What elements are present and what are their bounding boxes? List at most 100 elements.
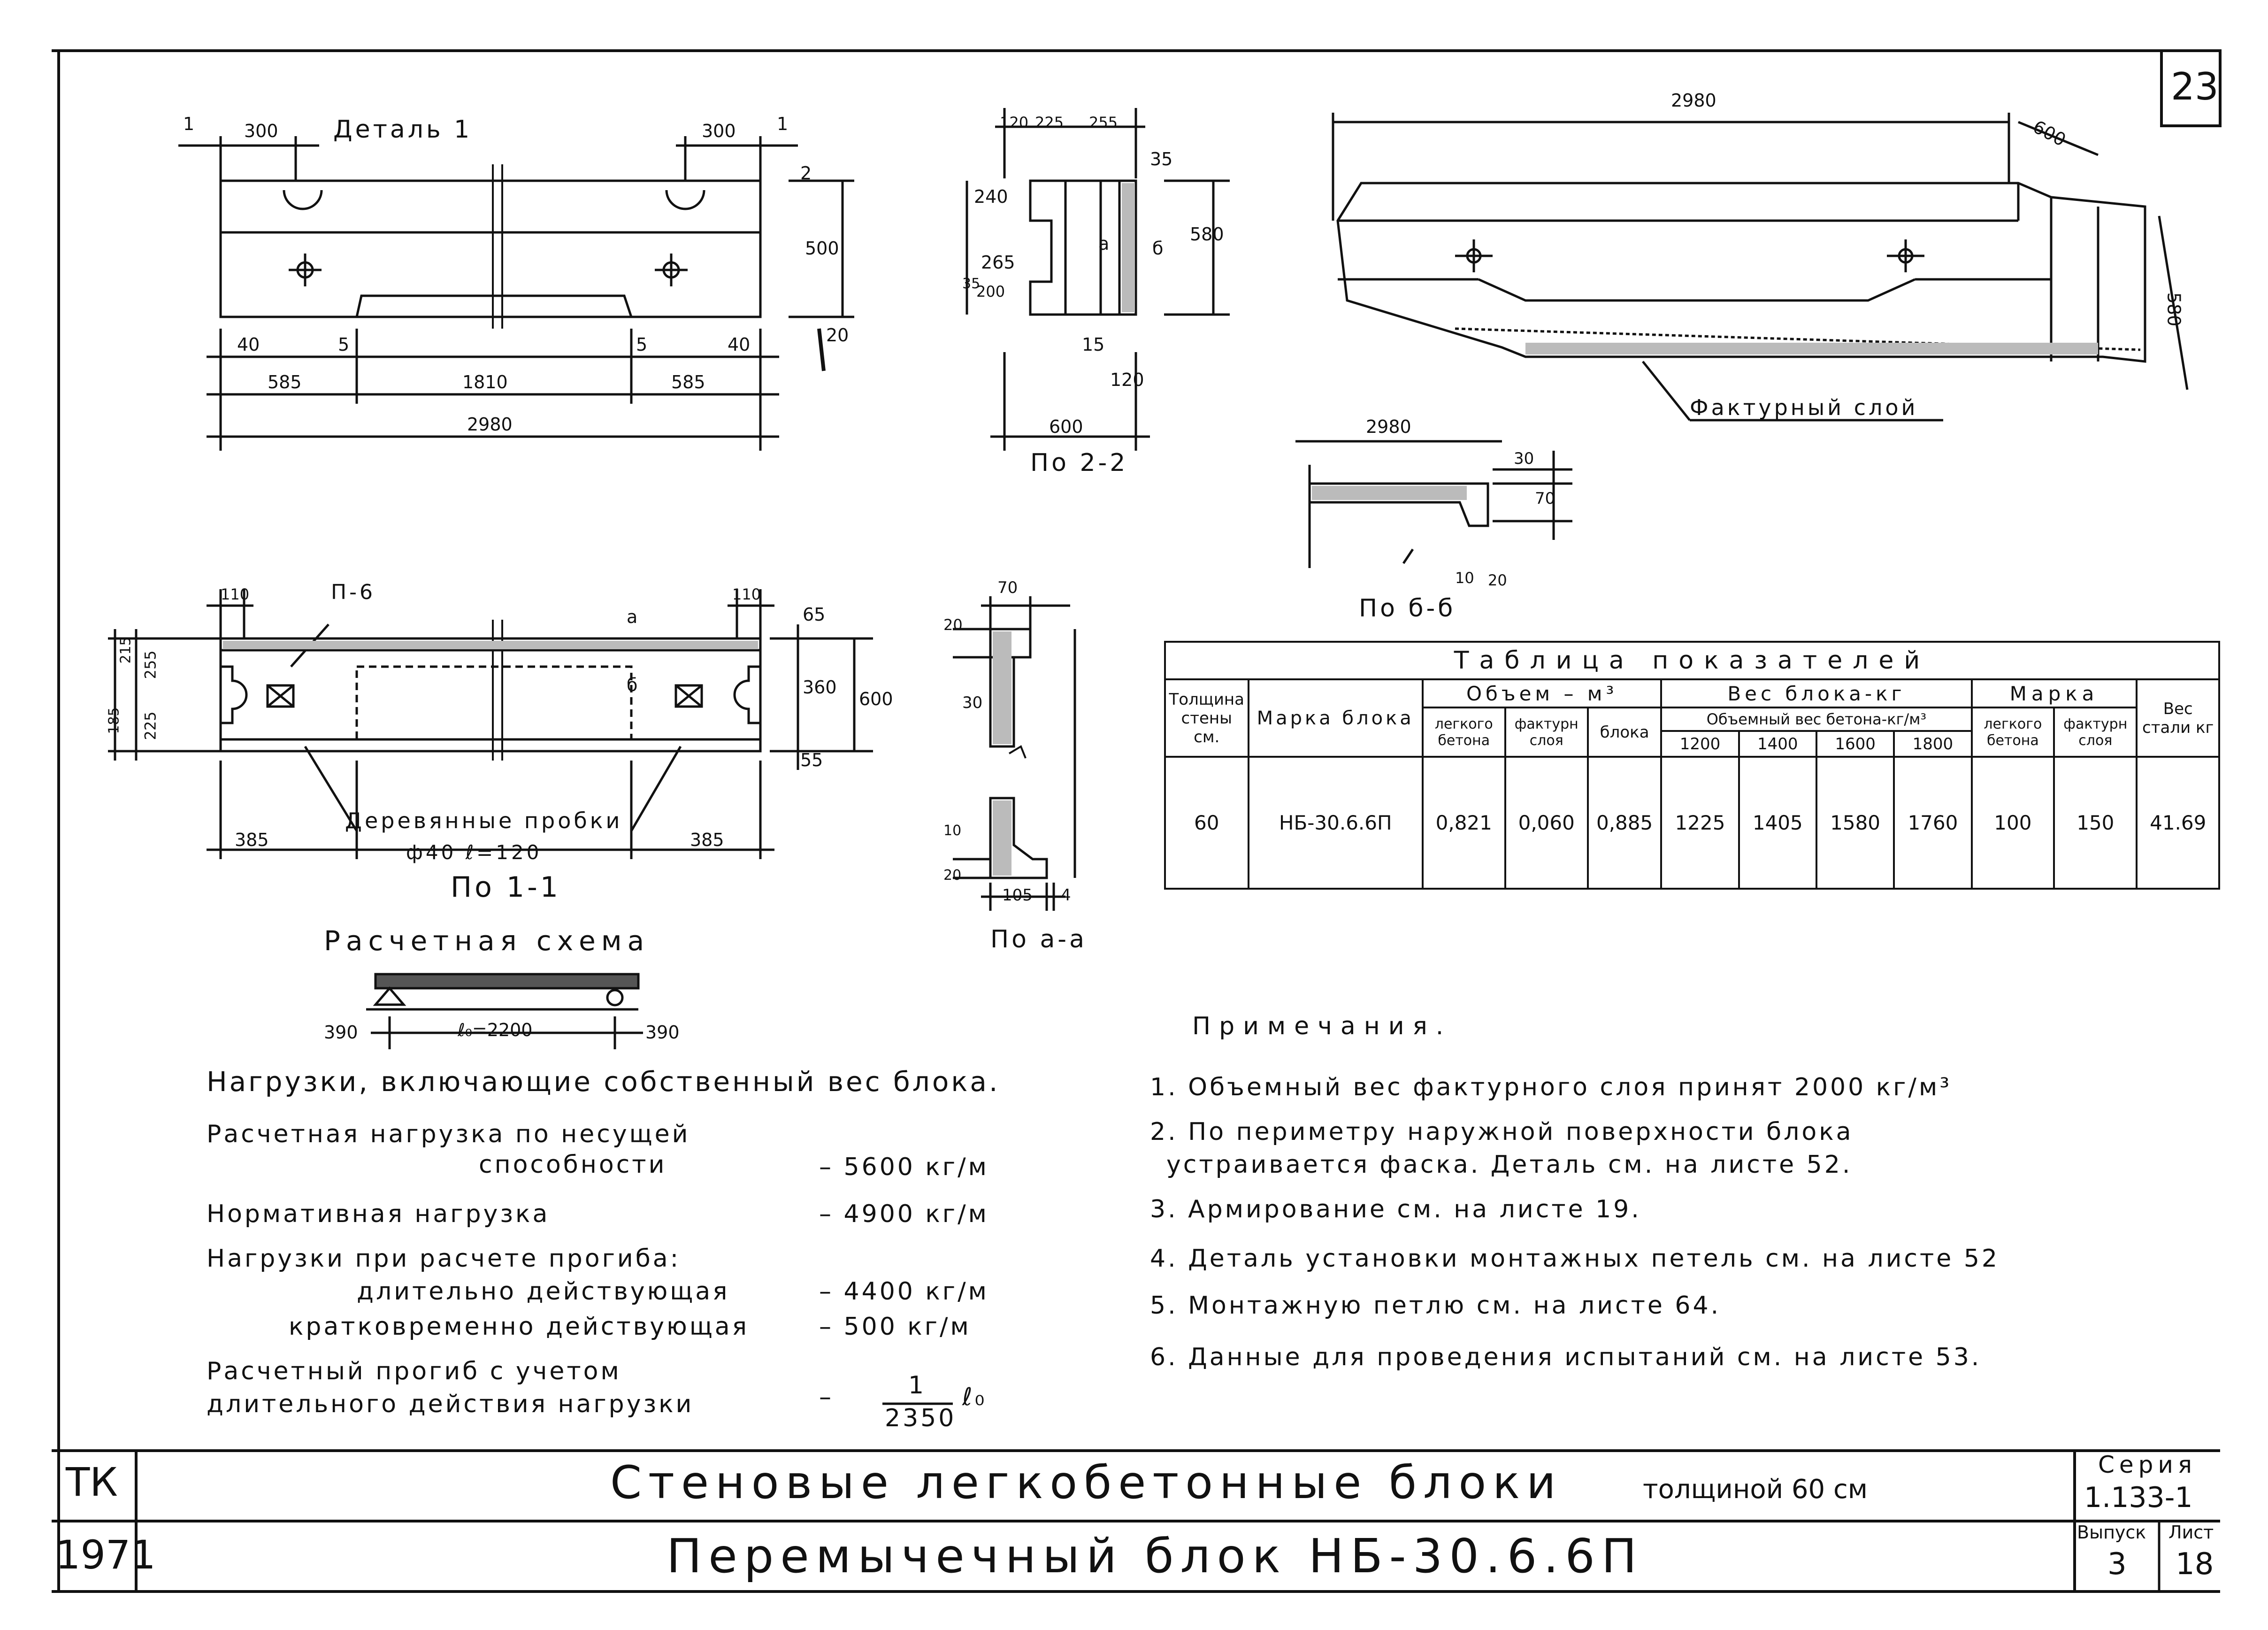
series-value: 1.133-1 <box>2084 1481 2193 1514</box>
deflection-dash: – <box>819 1383 834 1411</box>
short-term-load-value: – 500 кг/м <box>819 1313 971 1341</box>
issue-value: 3 <box>2107 1547 2127 1582</box>
dim-120: 120 <box>1000 114 1029 131</box>
plan-dim-255: 255 <box>141 650 160 679</box>
normative-load-value: – 4900 кг/м <box>819 1200 989 1228</box>
plan-mark-a: a <box>627 607 638 627</box>
cell-w1800: 1760 <box>1893 756 1973 890</box>
plan-dim-385-left: 385 <box>235 830 269 850</box>
issue-label: Выпуск <box>2077 1522 2146 1543</box>
plan-dim-55: 55 <box>800 750 823 770</box>
aa-dim-105: 105 <box>1002 886 1033 905</box>
deflection-line2: длительного действия нагрузки <box>207 1390 694 1418</box>
bb-dim-10: 10 <box>1455 569 1474 587</box>
th-wall-thickness: Толщина стены см. <box>1164 678 1249 758</box>
table-title: Таблица показателей <box>1164 641 2220 680</box>
wooden-plugs-label: Деревянные пробки <box>345 808 623 833</box>
long-term-load-value: – 4400 кг/м <box>819 1277 989 1306</box>
plan-dim-360: 360 <box>803 677 837 698</box>
cell-w1600: 1580 <box>1815 756 1895 890</box>
aa-dim-10: 10 <box>943 823 962 839</box>
deflection-l0: ℓ₀ <box>962 1383 987 1411</box>
th-grade-light: легкого бетона <box>1970 707 2055 758</box>
dim-35: 35 <box>1150 149 1173 169</box>
dim-1810: 1810 <box>462 372 508 392</box>
calc-scheme-title: Расчетная схема <box>324 925 650 957</box>
bb-dim-70: 70 <box>1535 489 1555 508</box>
cell-v-facing: 0,060 <box>1504 756 1589 890</box>
dim-5-left: 5 <box>338 334 350 355</box>
cell-g-light: 100 <box>1970 756 2055 890</box>
p6-label: П-6 <box>331 580 375 604</box>
note-4: 4. Деталь установки монтажных петель см.… <box>1150 1245 2000 1273</box>
isometric-view <box>1332 113 2189 422</box>
dim-120b: 120 <box>1110 369 1144 390</box>
plan-dim-65: 65 <box>803 604 826 625</box>
subtitle: Перемычечный блок НБ-30.6.6П <box>667 1529 1644 1584</box>
normative-load: Нормативная нагрузка <box>207 1200 550 1228</box>
calc-dim-390-right: 390 <box>645 1022 680 1043</box>
bb-dim-2980: 2980 <box>1366 416 1411 437</box>
note-2-cont: устраивается фаска. Деталь см. на листе … <box>1166 1151 1853 1179</box>
dim-5-right: 5 <box>636 334 648 355</box>
section-2-2-view <box>965 108 1230 451</box>
design-load-line2: способности <box>479 1151 667 1179</box>
th-weight: Вес блока-кг <box>1660 678 1973 708</box>
design-load-value: – 5600 кг/м <box>819 1153 989 1181</box>
loads-heading: Нагрузки, включающие собственный вес бло… <box>207 1066 1000 1098</box>
series-label: Серия <box>2098 1451 2197 1478</box>
sheet-label: Лист <box>2168 1522 2214 1543</box>
org-code: ТК <box>66 1459 118 1505</box>
indicators-table: Таблица показателей Толщина стены см. Ма… <box>1164 641 2220 890</box>
section-a-a-view <box>953 596 1076 911</box>
dim-585-left: 585 <box>268 372 302 392</box>
calc-dim-390-left: 390 <box>324 1022 358 1043</box>
bb-dim-20: 20 <box>1488 571 1507 589</box>
cell-v-block: 0,885 <box>1586 756 1663 890</box>
cell-g-facing: 150 <box>2053 756 2138 890</box>
plan-dim-110-left: 110 <box>221 585 250 603</box>
plan-mark-b: б <box>627 675 638 695</box>
plan-dim-225: 225 <box>141 711 160 740</box>
cell-w1400: 1405 <box>1738 756 1817 890</box>
dim-40-left: 40 <box>237 334 260 355</box>
plan-dim-110-right: 110 <box>732 585 761 603</box>
dim-2980: 2980 <box>467 414 513 435</box>
dim-500: 500 <box>805 238 839 259</box>
th-volume-facing: фактурн слоя <box>1504 707 1589 758</box>
th-steel-weight: Вес стали кг <box>2136 678 2220 758</box>
cell-wall: 60 <box>1164 756 1249 890</box>
dim-20: 20 <box>826 325 849 346</box>
iso-dim-580: 580 <box>2163 292 2184 327</box>
dim-35b: 35 <box>962 276 981 292</box>
design-load-line1: Расчетная нагрузка по несущей <box>207 1120 690 1148</box>
year: 1971 <box>55 1532 156 1578</box>
facing-layer-label: Фактурный слой <box>1690 395 1918 420</box>
dim-15: 15 <box>1082 334 1105 355</box>
th-grade: Марка <box>1970 678 2138 708</box>
iso-dim-2980: 2980 <box>1671 90 1716 111</box>
dim-2: 2 <box>800 163 812 184</box>
th-block-mark: Марка блока <box>1247 678 1424 758</box>
note-1: 1. Объемный вес фактурного слоя принят 2… <box>1150 1073 1952 1101</box>
long-term-load: длительно действующая <box>357 1277 730 1306</box>
calc-span: ℓ₀=2200 <box>458 1020 533 1040</box>
cell-v-light: 0,821 <box>1421 756 1506 890</box>
table-row: 60 НБ-30.6.6П 0,821 0,060 0,885 1225 140… <box>1164 756 2220 890</box>
note-3: 3. Армирование см. на листе 19. <box>1150 1195 1641 1223</box>
th-volume-block: блока <box>1586 707 1663 758</box>
sheet-value: 18 <box>2176 1547 2214 1582</box>
notes-heading: Примечания. <box>1192 1012 1452 1040</box>
th-density-1600: 1600 <box>1815 730 1895 758</box>
cell-mark: НБ-30.6.6П <box>1247 756 1424 890</box>
mark-b: б <box>1152 238 1164 259</box>
page-number: 23 <box>2171 65 2219 108</box>
aa-dim-70: 70 <box>997 578 1018 597</box>
elevation-view <box>178 136 854 451</box>
cell-steel: 41.69 <box>2136 756 2220 890</box>
note-6: 6. Данные для проведения испытаний см. н… <box>1150 1343 1982 1371</box>
dim-600: 600 <box>1049 416 1083 437</box>
th-density-1800: 1800 <box>1893 730 1973 758</box>
deflection-numerator: 1 <box>908 1371 927 1399</box>
